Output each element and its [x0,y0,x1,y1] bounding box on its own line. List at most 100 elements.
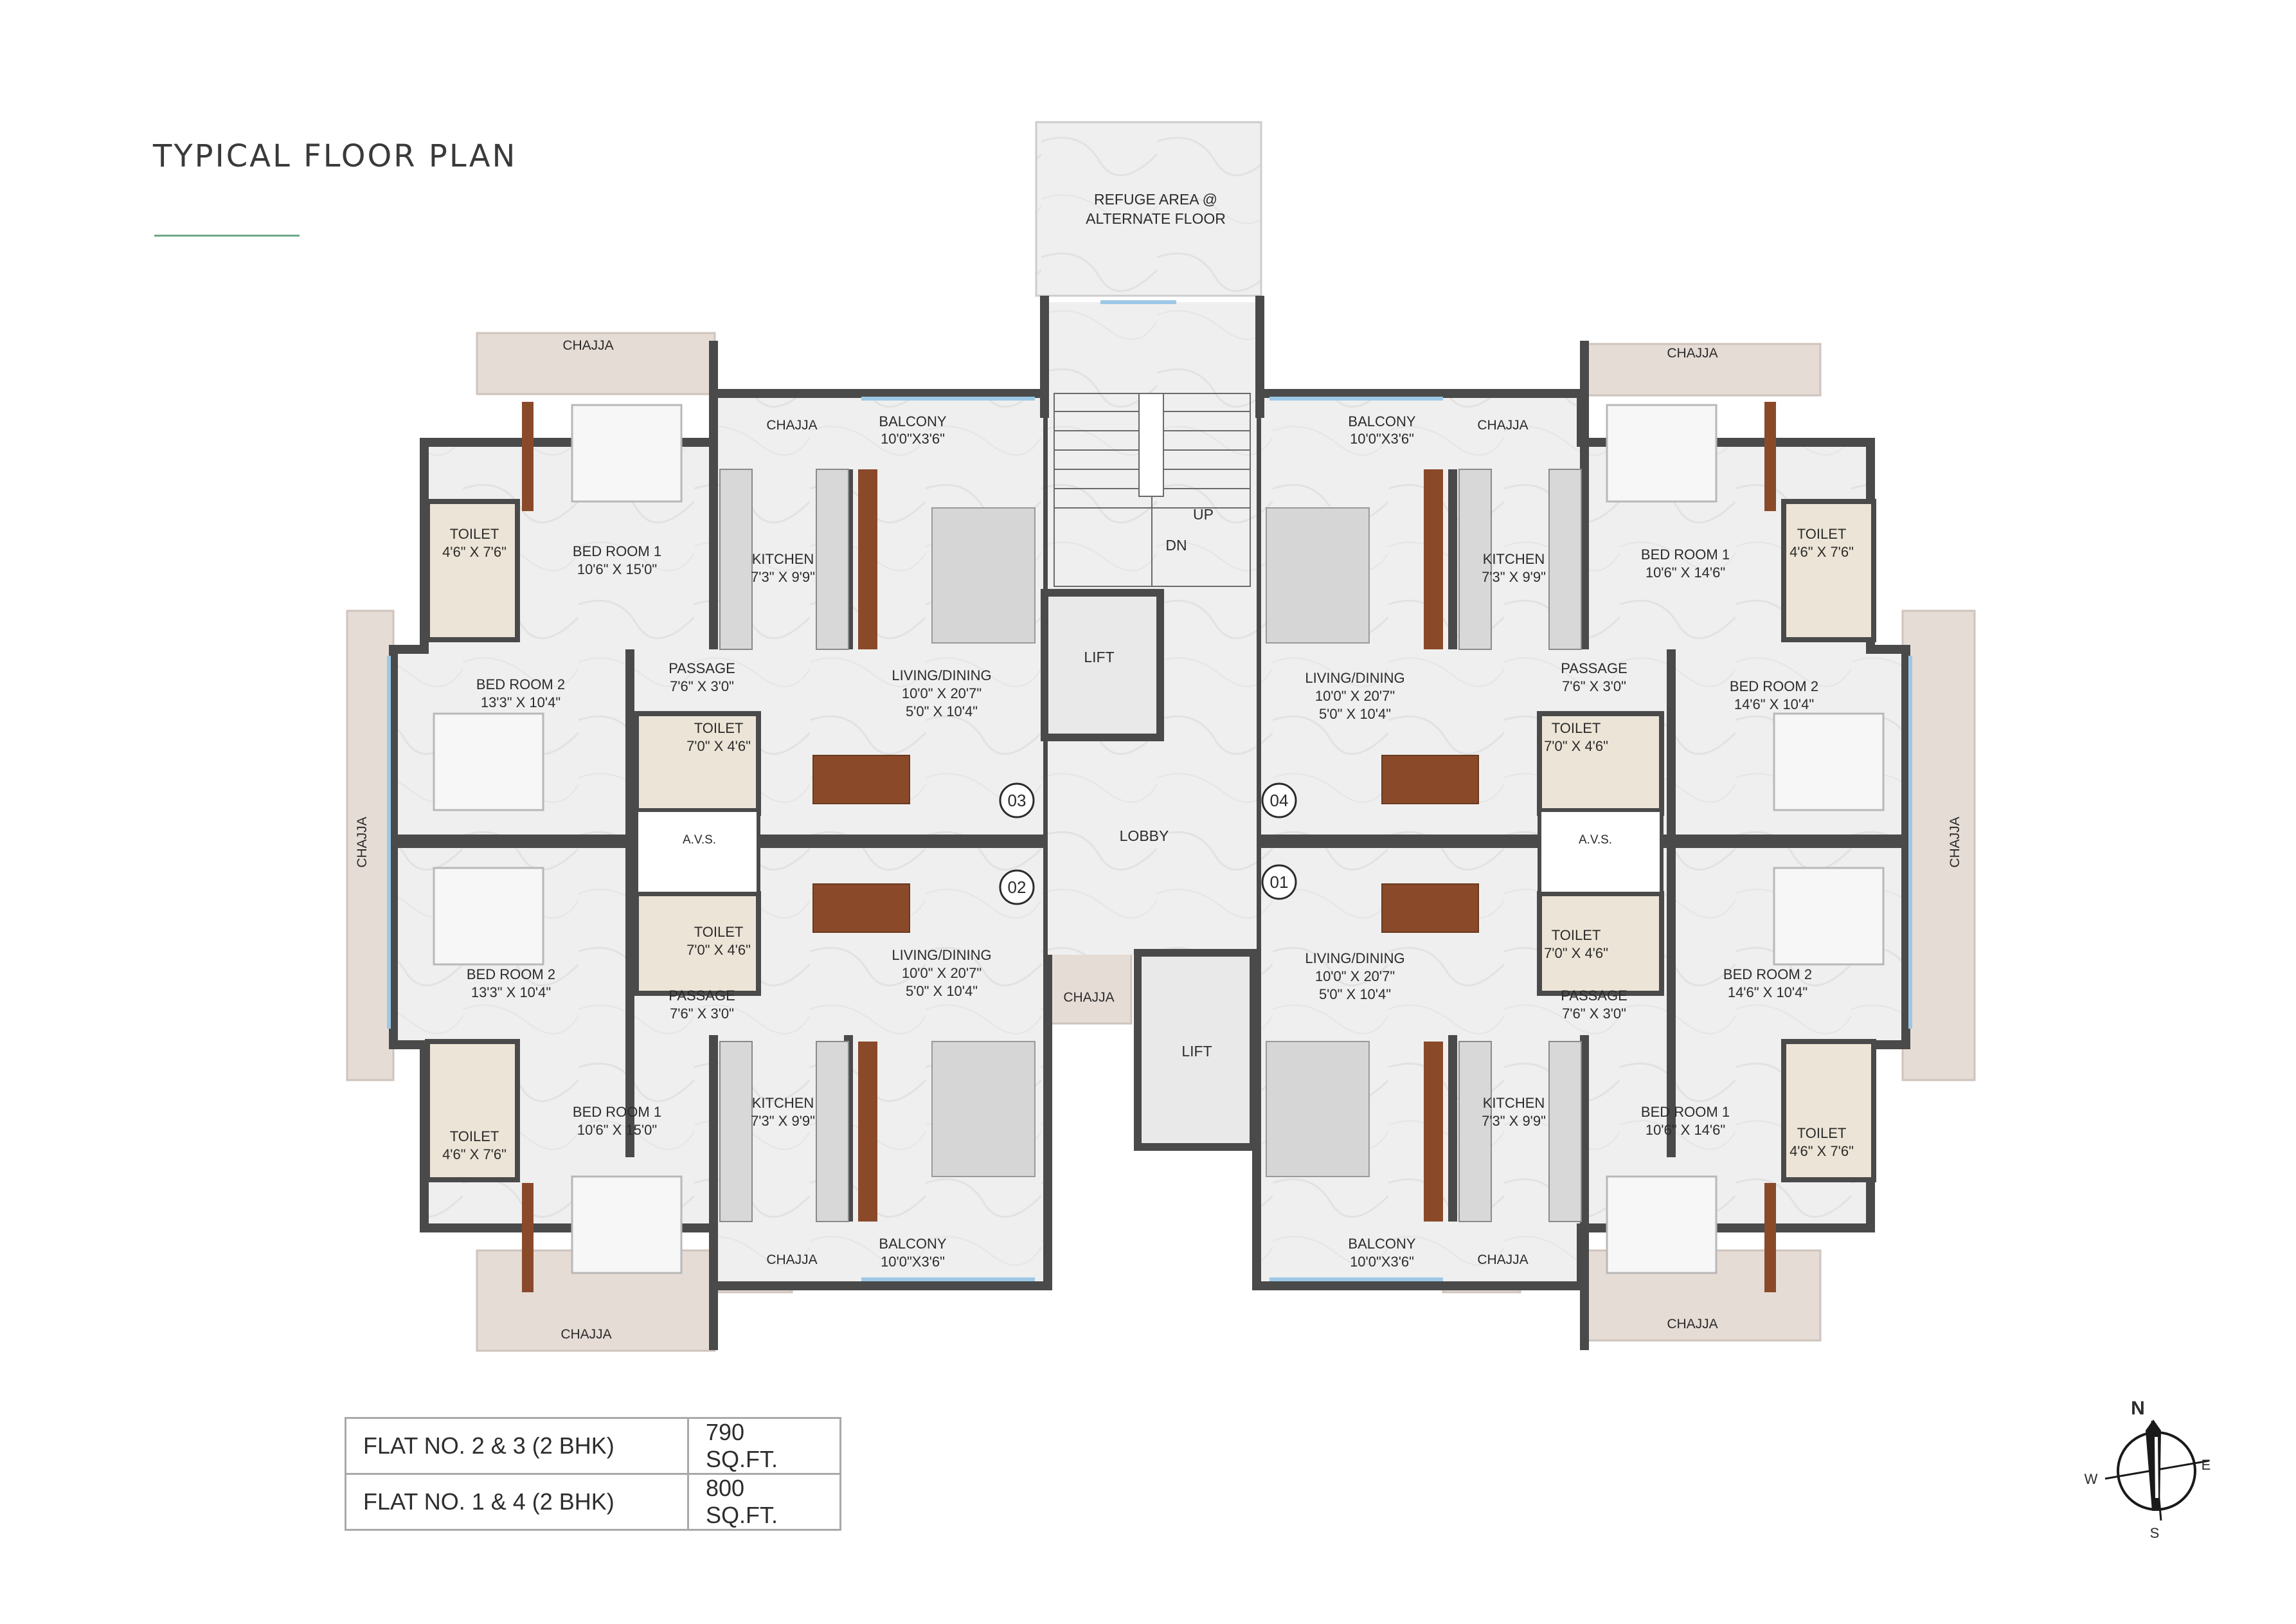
table-row: FLAT NO. 1 & 4 (2 BHK) 800 SQ.FT. [345,1473,841,1531]
room-size: 10'6" X 14'6" [1646,1122,1725,1138]
avs-shafts [634,808,1664,896]
lift-label-top: LIFT [1084,649,1114,665]
room-size: 10'6" X 14'6" [1646,564,1725,581]
lift-label-bottom: LIFT [1181,1043,1212,1060]
room-size: 7'6" X 3'0" [670,678,734,694]
wardrobes [522,402,1776,1292]
room-size: 7'0" X 4'6" [686,942,751,958]
living-furniture [931,507,1370,1177]
flat-04-labels: BED ROOM 1 10'6" X 14'6" TOILET 4'6" X 7… [1305,413,1854,754]
room-name: KITCHEN [1483,1095,1545,1111]
room-size: 10'0" X 20'7" [1315,688,1395,704]
room-name: BED ROOM 1 [1641,546,1730,563]
room-size: 10'6" X 15'0" [577,1122,657,1138]
room-size: 5'0" X 10'4" [906,703,978,719]
flat-02-labels: TOILET 7'0" X 4'6" LIVING/DINING 10'0" X… [442,924,992,1270]
staircase [1054,393,1251,587]
chajja-label: CHAJJA [562,338,613,353]
refuge-label-1: REFUGE AREA @ [1094,191,1217,208]
room-name: PASSAGE [1561,660,1628,676]
area-cell: 800 SQ.FT. [687,1473,841,1531]
room-size: 14'6" X 10'4" [1734,696,1814,712]
room-name: BED ROOM 1 [573,1104,661,1120]
chajja-label: CHAJJA [1477,1252,1528,1267]
room-size: 13'3" X 10'4" [471,984,551,1000]
room-size: 10'0"X3'6" [881,431,945,447]
room-size: 5'0" X 10'4" [1319,986,1391,1002]
flat-03-labels: BED ROOM 1 10'6" X 15'0" TOILET 4'6" X 7… [442,413,992,754]
compass-icon [2104,1420,2210,1521]
lobby-label: LOBBY [1120,827,1169,844]
flat-type-cell: FLAT NO. 2 & 3 (2 BHK) [345,1417,689,1475]
room-size: 4'6" X 7'6" [442,544,507,560]
room-size: 7'3" X 9'9" [751,569,815,585]
room-name: TOILET [694,720,744,736]
room-name: PASSAGE [1561,988,1628,1004]
lift-shafts [1041,589,1257,1151]
room-size: 7'3" X 9'9" [1482,1113,1546,1129]
toilet-blocks [425,499,1876,1182]
flat-number: 04 [1270,791,1289,810]
room-name: BED ROOM 2 [476,676,565,692]
refuge-area [1035,121,1262,297]
room-name: BALCONY [1348,1236,1415,1252]
room-size: 7'3" X 9'9" [1482,569,1546,585]
room-name: BED ROOM 2 [1723,966,1812,982]
room-name: TOILET [1552,720,1601,736]
flat-number-badges [999,782,1297,905]
room-name: BALCONY [879,1236,946,1252]
dining-tables [812,755,1479,933]
room-name: TOILET [1797,1125,1847,1141]
room-name: BED ROOM 2 [467,966,555,982]
room-size: 10'0"X3'6" [881,1254,945,1270]
flat-number: 03 [1008,791,1027,810]
chajja-label: CHAJJA [561,1327,611,1342]
compass-north: N [2131,1398,2145,1419]
room-name: BED ROOM 1 [1641,1104,1730,1120]
room-name: TOILET [1797,526,1847,542]
compass-south: S [2150,1525,2160,1541]
room-size: 5'0" X 10'4" [1319,706,1391,722]
page-title: TYPICAL FLOOR PLAN [153,138,517,174]
room-name: BED ROOM 1 [573,543,661,559]
flat-number: 02 [1008,878,1027,897]
room-size: 7'6" X 3'0" [670,1006,734,1022]
stair-up-label: UP [1193,506,1214,523]
avs-label: A.V.S. [683,833,716,847]
area-table: FLAT NO. 2 & 3 (2 BHK) 790 SQ.FT. FLAT N… [345,1417,841,1531]
room-name: KITCHEN [752,1095,814,1111]
room-size: 10'0" X 20'7" [902,685,982,701]
table-row: FLAT NO. 2 & 3 (2 BHK) 790 SQ.FT. [345,1417,841,1475]
room-size: 14'6" X 10'4" [1728,984,1807,1000]
room-size: 10'0"X3'6" [1350,1254,1414,1270]
room-name: KITCHEN [1483,551,1545,567]
room-name: TOILET [450,1128,499,1144]
chajja-label: CHAJJA [355,817,370,867]
flat-type-cell: FLAT NO. 1 & 4 (2 BHK) [345,1473,689,1531]
chajja-label: CHAJJA [766,1252,817,1267]
windows [387,300,1912,1281]
room-name: TOILET [694,924,744,940]
compass-east: E [2202,1457,2211,1473]
room-name: LIVING/DINING [892,947,991,963]
room-name: KITCHEN [752,551,814,567]
stair-dn-label: DN [1165,537,1187,554]
room-name: BALCONY [1348,413,1415,429]
chajja-label: CHAJJA [1667,346,1718,361]
area-cell: 790 SQ.FT. [687,1417,841,1475]
beds [433,404,1885,1274]
room-name: LIVING/DINING [1305,670,1404,686]
room-size: 7'6" X 3'0" [1562,678,1626,694]
avs-label: A.V.S. [1579,833,1612,847]
room-name: LIVING/DINING [892,667,991,683]
chajja-label: CHAJJA [766,418,817,433]
room-name: LIVING/DINING [1305,950,1404,966]
room-size: 4'6" X 7'6" [442,1146,507,1162]
refuge-label-2: ALTERNATE FLOOR [1086,210,1226,227]
room-size: 7'0" X 4'6" [686,738,751,754]
chajja-label: CHAJJA [1948,817,1962,867]
chajja-label: CHAJJA [1667,1317,1718,1331]
room-size: 10'0" X 20'7" [902,965,982,981]
room-size: 10'0" X 20'7" [1315,968,1395,984]
room-size: 13'3" X 10'4" [481,694,561,710]
